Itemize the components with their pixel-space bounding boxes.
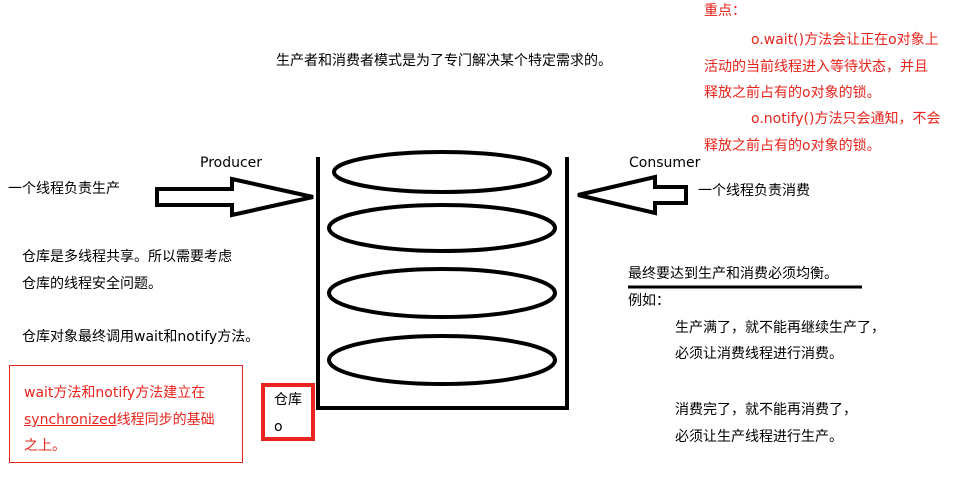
sync-note-line: wait方法和notify方法建立在 (24, 385, 206, 401)
synchronized-keyword: synchronized (24, 412, 117, 428)
warehouse-item-1 (332, 150, 552, 194)
example-case-line: 生产满了，就不能再继续生产了， (675, 320, 885, 336)
warehouse-methods-note: 仓库对象最终调用wait和notify方法。 (22, 329, 260, 345)
key-point-line: 释放之前占有的o对象的锁。 (704, 85, 881, 101)
sync-note-line: synchronized线程同步的基础 (24, 410, 215, 430)
balance-heading: 最终要达到生产和消费必须均衡。 (628, 266, 838, 282)
key-points-heading: 重点： (704, 3, 746, 19)
example-case-line: 必须让消费线程进行消费。 (675, 346, 843, 362)
warehouse-item-4 (327, 334, 557, 386)
consumer-desc: 一个线程负责消费 (698, 183, 810, 199)
consumer-arrow (577, 174, 688, 216)
page-title: 生产者和消费者模式是为了专门解决某个特定需求的。 (276, 53, 612, 69)
producer-desc: 一个线程负责生产 (8, 181, 120, 197)
sync-note-text: 线程同步的基础 (116, 412, 215, 428)
consumer-label: Consumer (629, 155, 701, 171)
warehouse-label-box: 仓库 o (261, 383, 315, 441)
key-point-line: 活动的当前线程进入等待状态，并且 (704, 59, 928, 75)
warehouse-container (316, 157, 569, 410)
key-point-line: o.notify()方法只会通知，不会 (751, 111, 941, 127)
key-point-line: o.wait()方法会让正在o对象上 (751, 32, 939, 48)
sync-note-box: wait方法和notify方法建立在 synchronized线程同步的基础 之… (9, 365, 243, 463)
key-point-line: 释放之前占有的o对象的锁。 (704, 138, 881, 154)
example-case-line: 消费完了，就不能再消费了， (675, 402, 857, 418)
warehouse-share-note: 仓库的线程安全问题。 (22, 276, 162, 292)
example-label: 例如： (628, 293, 670, 309)
warehouse-item-2 (327, 203, 557, 253)
producer-arrow (155, 176, 314, 218)
producer-label: Producer (200, 155, 263, 171)
warehouse-share-note: 仓库是多线程共享。所以需要考虑 (22, 249, 232, 265)
warehouse-object-name: o (274, 419, 283, 435)
warehouse-item-3 (327, 267, 557, 319)
warehouse-label: 仓库 (274, 392, 302, 408)
example-case-line: 必须让生产线程进行生产。 (675, 429, 843, 445)
sync-note-line: 之上。 (24, 438, 66, 454)
